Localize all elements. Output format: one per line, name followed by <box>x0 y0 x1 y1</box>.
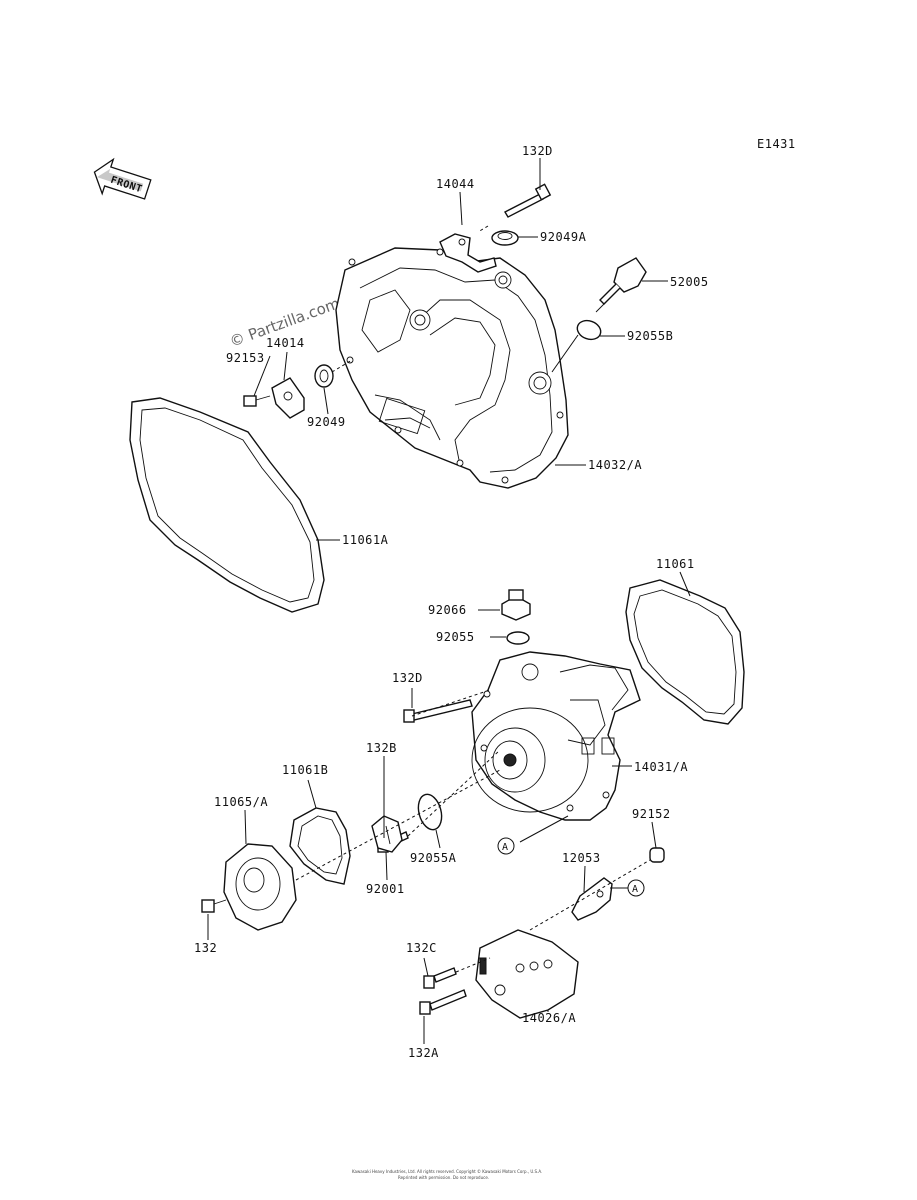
label-132B: 132B <box>366 741 397 755</box>
footer-line1: Kawasaki Heavy Industries, Ltd. All righ… <box>352 1169 542 1174</box>
label-132C: 132C <box>406 941 437 955</box>
label-14044: 14044 <box>436 177 475 191</box>
clutch-cover <box>335 247 569 489</box>
label-92001: 92001 <box>366 882 405 896</box>
bolt-132D-mid <box>403 699 473 723</box>
bolt-132 <box>201 899 227 913</box>
leader-lines <box>207 158 691 1044</box>
gasket-11061A <box>129 397 325 613</box>
label-14026A: 14026/A <box>522 1011 576 1025</box>
label-92049: 92049 <box>307 415 346 429</box>
front-arrow-icon: FRONT <box>93 157 152 200</box>
label-132D-top: 132D <box>522 144 553 158</box>
footer-line2: Reprinted with permission. Do not reprod… <box>398 1175 489 1180</box>
label-14031A: 14031/A <box>634 760 688 774</box>
ref-marker-a1: A <box>497 837 515 855</box>
label-92066: 92066 <box>428 603 467 617</box>
label-92055A: 92055A <box>410 851 457 865</box>
seal-92049A <box>491 230 519 246</box>
label-132D-mid: 132D <box>392 671 423 685</box>
oring-92055B <box>576 319 602 341</box>
label-92153: 92153 <box>226 351 265 365</box>
svg-text:A: A <box>502 842 509 853</box>
label-11061A: 11061A <box>342 533 389 547</box>
plug-92066 <box>501 589 531 621</box>
label-92049A: 92049A <box>540 230 587 244</box>
cap-92001 <box>371 815 403 853</box>
label-14014: 14014 <box>266 336 305 350</box>
label-92055B: 92055B <box>627 329 673 343</box>
label-92152: 92152 <box>632 807 671 821</box>
label-11061B: 11061B <box>282 763 328 777</box>
oring-92055 <box>506 631 530 645</box>
svg-text:A: A <box>632 884 639 895</box>
label-132A: 132A <box>408 1046 439 1060</box>
label-52005: 52005 <box>670 275 709 289</box>
label-92055: 92055 <box>436 630 475 644</box>
dowel-92152 <box>649 847 665 863</box>
plate-14014 <box>271 377 305 419</box>
diagram-code: E1431 <box>757 137 796 151</box>
gasket-11061 <box>625 579 745 725</box>
label-11061: 11061 <box>656 557 695 571</box>
label-12053: 12053 <box>562 851 601 865</box>
seal-92049 <box>314 364 334 388</box>
bolt-132C <box>423 967 457 989</box>
label-132: 132 <box>194 941 217 955</box>
cover-11065A <box>223 843 297 931</box>
bolt-92153 <box>243 395 271 407</box>
oil-cap-52005 <box>595 257 647 313</box>
bracket-14044 <box>439 233 497 273</box>
label-14032A: 14032/A <box>588 458 642 472</box>
bolt-132D-top <box>504 183 552 218</box>
bracket-12053 <box>571 877 613 921</box>
label-11065A: 11065/A <box>214 795 268 809</box>
bracket-14026A <box>475 929 579 1019</box>
oring-92055A <box>417 793 443 831</box>
bolt-132A <box>419 989 467 1015</box>
ref-marker-a2: A <box>627 879 645 897</box>
generator-cover <box>471 651 641 821</box>
